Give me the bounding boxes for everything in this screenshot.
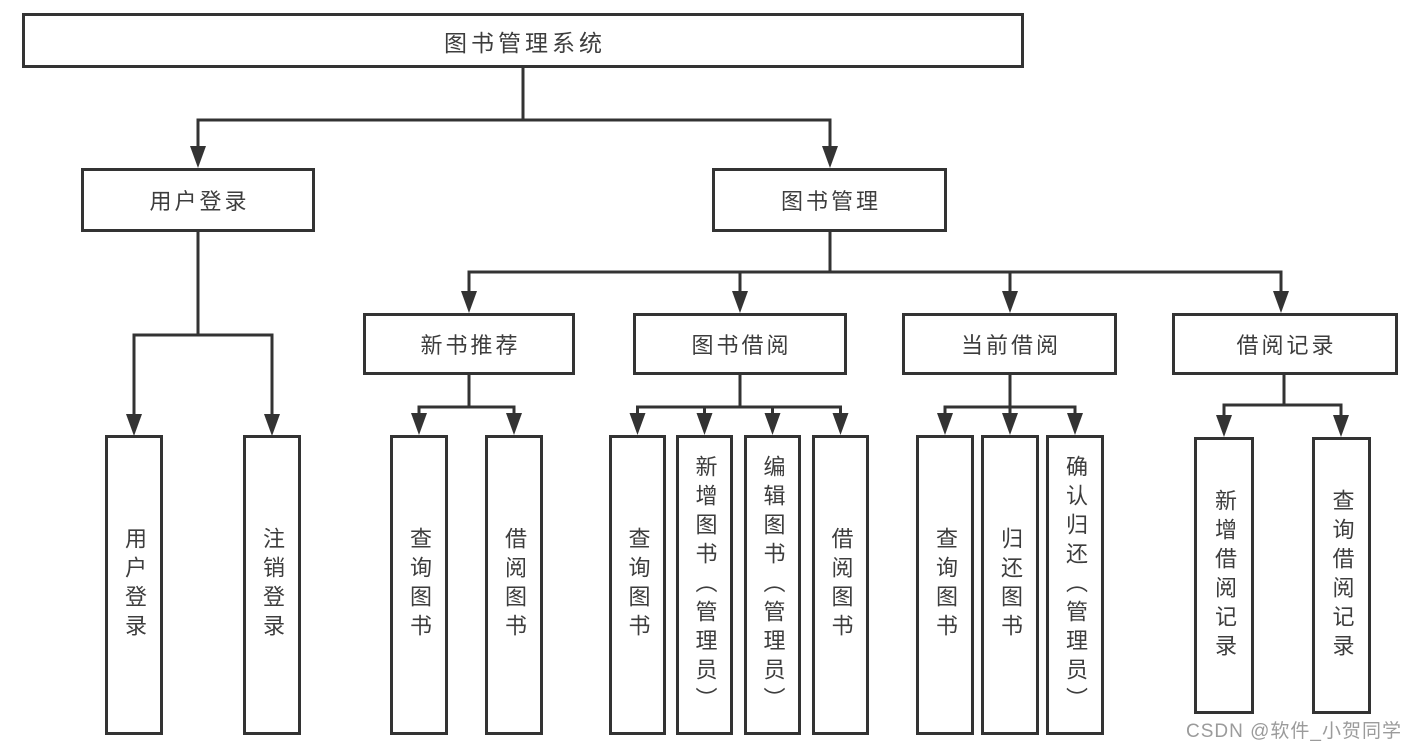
leaf-user-login: 用户登录 — [105, 435, 163, 735]
leaf-bb-borrow-books: 借阅图书 — [812, 435, 869, 735]
leaf-nbr-borrow-books-label: 借阅图书 — [502, 527, 527, 643]
leaf-bb-add-books-admin: 新增图书（管理员） — [676, 435, 733, 735]
node-borrowing-records: 借阅记录 — [1172, 313, 1398, 375]
node-current-borrowing: 当前借阅 — [902, 313, 1117, 375]
node-user-login: 用户登录 — [81, 168, 315, 232]
leaf-nbr-query-books-label: 查询图书 — [407, 527, 432, 643]
leaf-br-query-record: 查询借阅记录 — [1312, 437, 1371, 714]
leaf-logout-label: 注销登录 — [260, 527, 285, 643]
leaf-user-login-label: 用户登录 — [122, 527, 147, 643]
leaf-bb-borrow-books-label: 借阅图书 — [828, 527, 854, 643]
leaf-cb-return-books: 归还图书 — [981, 435, 1039, 735]
node-book-management: 图书管理 — [712, 168, 947, 232]
node-borrowing-records-label: 借阅记录 — [1236, 333, 1337, 358]
leaf-cb-query-books-label: 查询图书 — [933, 527, 958, 643]
leaf-nbr-query-books: 查询图书 — [390, 435, 448, 735]
leaf-bb-edit-books-admin: 编辑图书（管理员） — [744, 435, 801, 735]
leaf-nbr-borrow-books: 借阅图书 — [485, 435, 543, 735]
node-current-borrowing-label: 当前借阅 — [960, 333, 1061, 358]
node-book-borrowing: 图书借阅 — [633, 313, 847, 375]
leaf-bb-add-books-admin-label: 新增图书（管理员） — [692, 454, 718, 716]
leaf-bb-query-books-label: 查询图书 — [625, 527, 651, 643]
leaf-cb-return-books-label: 归还图书 — [998, 527, 1023, 643]
node-book-management-label: 图书管理 — [780, 189, 881, 214]
node-new-book-recommend: 新书推荐 — [363, 313, 575, 375]
node-user-login-label: 用户登录 — [149, 189, 250, 214]
watermark: CSDN @软件_小贺同学 — [1186, 721, 1402, 742]
leaf-br-add-record-label: 新增借阅记录 — [1212, 488, 1237, 663]
connector-shafts — [132, 66, 1343, 419]
leaf-bb-query-books: 查询图书 — [609, 435, 666, 735]
node-root: 图书管理系统 — [22, 13, 1024, 68]
node-new-book-recommend-label: 新书推荐 — [420, 333, 521, 358]
leaf-logout: 注销登录 — [243, 435, 301, 735]
leaf-cb-confirm-return-admin-label: 确认归还（管理员） — [1063, 454, 1088, 716]
leaf-bb-edit-books-admin-label: 编辑图书（管理员） — [760, 454, 786, 716]
node-root-label: 图书管理系统 — [444, 29, 606, 56]
leaf-cb-confirm-return-admin: 确认归还（管理员） — [1046, 435, 1104, 735]
connector-arrowheads — [126, 146, 1349, 437]
leaf-br-query-record-label: 查询借阅记录 — [1329, 488, 1355, 663]
leaf-cb-query-books: 查询图书 — [916, 435, 974, 735]
leaf-br-add-record: 新增借阅记录 — [1194, 437, 1254, 714]
node-book-borrowing-label: 图书借阅 — [691, 333, 792, 358]
